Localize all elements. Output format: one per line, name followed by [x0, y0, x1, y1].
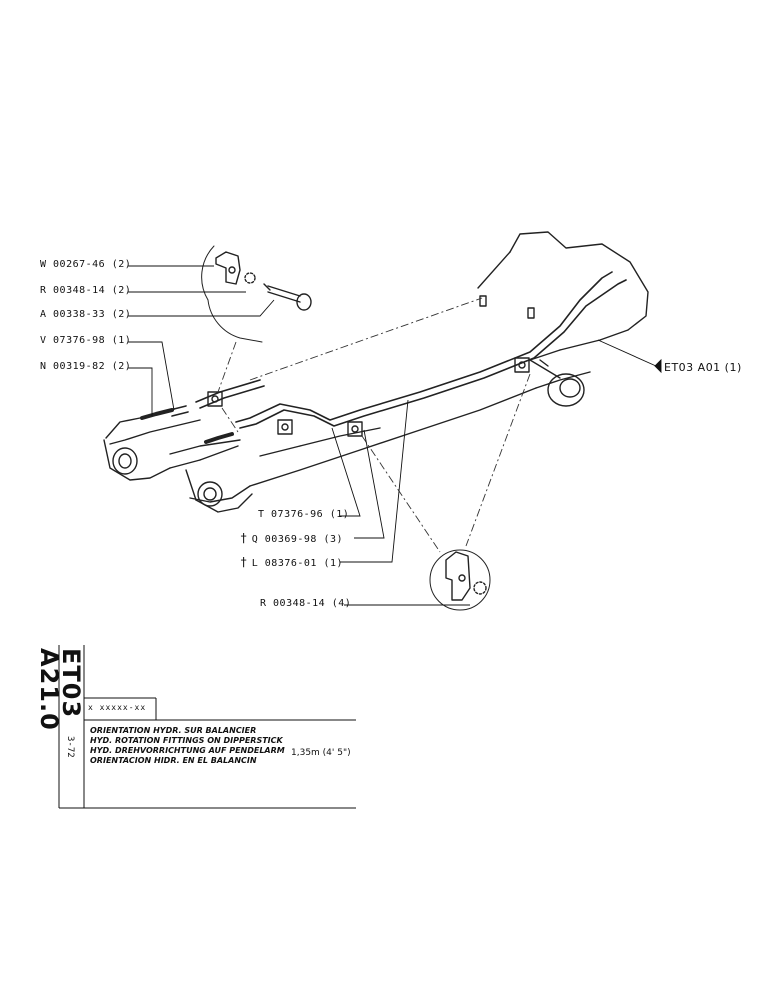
hose-right [204, 432, 234, 444]
label-n-nut: N 00319-82 (2) [40, 361, 132, 372]
hose-left [140, 408, 174, 420]
pivot-boss-middle [197, 481, 223, 507]
washer-detail-bottom [473, 581, 487, 595]
x-code: x xxxxx-xx [88, 703, 147, 712]
clamp-3 [347, 421, 363, 437]
label-r-washer-bottom: R 00348-14 (4) [260, 598, 352, 609]
bracket-detail-bottom [445, 551, 471, 601]
dipperstick-outline [103, 231, 649, 513]
label-a-bolt: A 00338-33 (2) [40, 309, 132, 320]
leader-n-nut [128, 367, 153, 416]
reference-label: ET03 A01 (1) [664, 361, 742, 374]
detail-circle-top [201, 245, 263, 343]
arm-tab-left [479, 295, 487, 307]
label-q-clamp: †Q 00369-98 (3) [240, 531, 344, 545]
projection-line-4 [361, 435, 441, 553]
washer-detail-top [244, 272, 256, 284]
clamp-2 [277, 419, 293, 435]
leader-q-clamp [354, 429, 385, 539]
projection-line-2 [249, 297, 483, 381]
dagger-mark-q: † [240, 531, 248, 545]
title-es: ORIENTACION HIDR. EN EL BALANCIN [90, 756, 257, 765]
size-label: 1,35m (4' 5") [291, 748, 351, 758]
title-en: HYD. ROTATION FITTINGS ON DIPPERSTICK [90, 736, 283, 745]
label-v-hose: V 07376-98 (1) [40, 335, 132, 346]
title-fr: ORIENTATION HYDR. SUR BALANCIER [90, 726, 257, 735]
label-r-washer-top: R 00348-14 (2) [40, 285, 132, 296]
projection-line-3 [221, 407, 239, 433]
drawing-code: ET03 A21.0 [35, 648, 85, 731]
leader-v-hose [128, 341, 175, 411]
label-l-line: †L 08376-01 (1) [240, 555, 344, 569]
title-lines: ORIENTATION HYDR. SUR BALANCIER HYD. ROT… [90, 726, 285, 766]
bolt-detail [263, 283, 312, 311]
label-w-bracket: W 00267-46 (2) [40, 259, 132, 270]
bracket-detail-top [215, 251, 241, 285]
leader-ref [597, 339, 657, 367]
drawing-date: 3-72 [65, 736, 75, 758]
clamp-1 [207, 391, 223, 407]
leader-t-tube [331, 427, 361, 517]
dagger-mark-l: † [240, 555, 248, 569]
pivot-boss-left [112, 447, 138, 475]
arm-tab-right [527, 307, 535, 319]
leader-l-line [340, 399, 409, 563]
label-t-tube: T 07376-96 (1) [258, 509, 350, 520]
ref-arrow [654, 358, 662, 374]
title-de: HYD. DREHVORRICHTUNG AUF PENDELARM [90, 746, 285, 755]
clamp-4 [514, 357, 530, 373]
leader-a-bolt [128, 299, 275, 317]
projection-line-5 [465, 373, 531, 547]
pivot-boss-right [547, 373, 585, 407]
projection-line-1 [217, 341, 237, 393]
